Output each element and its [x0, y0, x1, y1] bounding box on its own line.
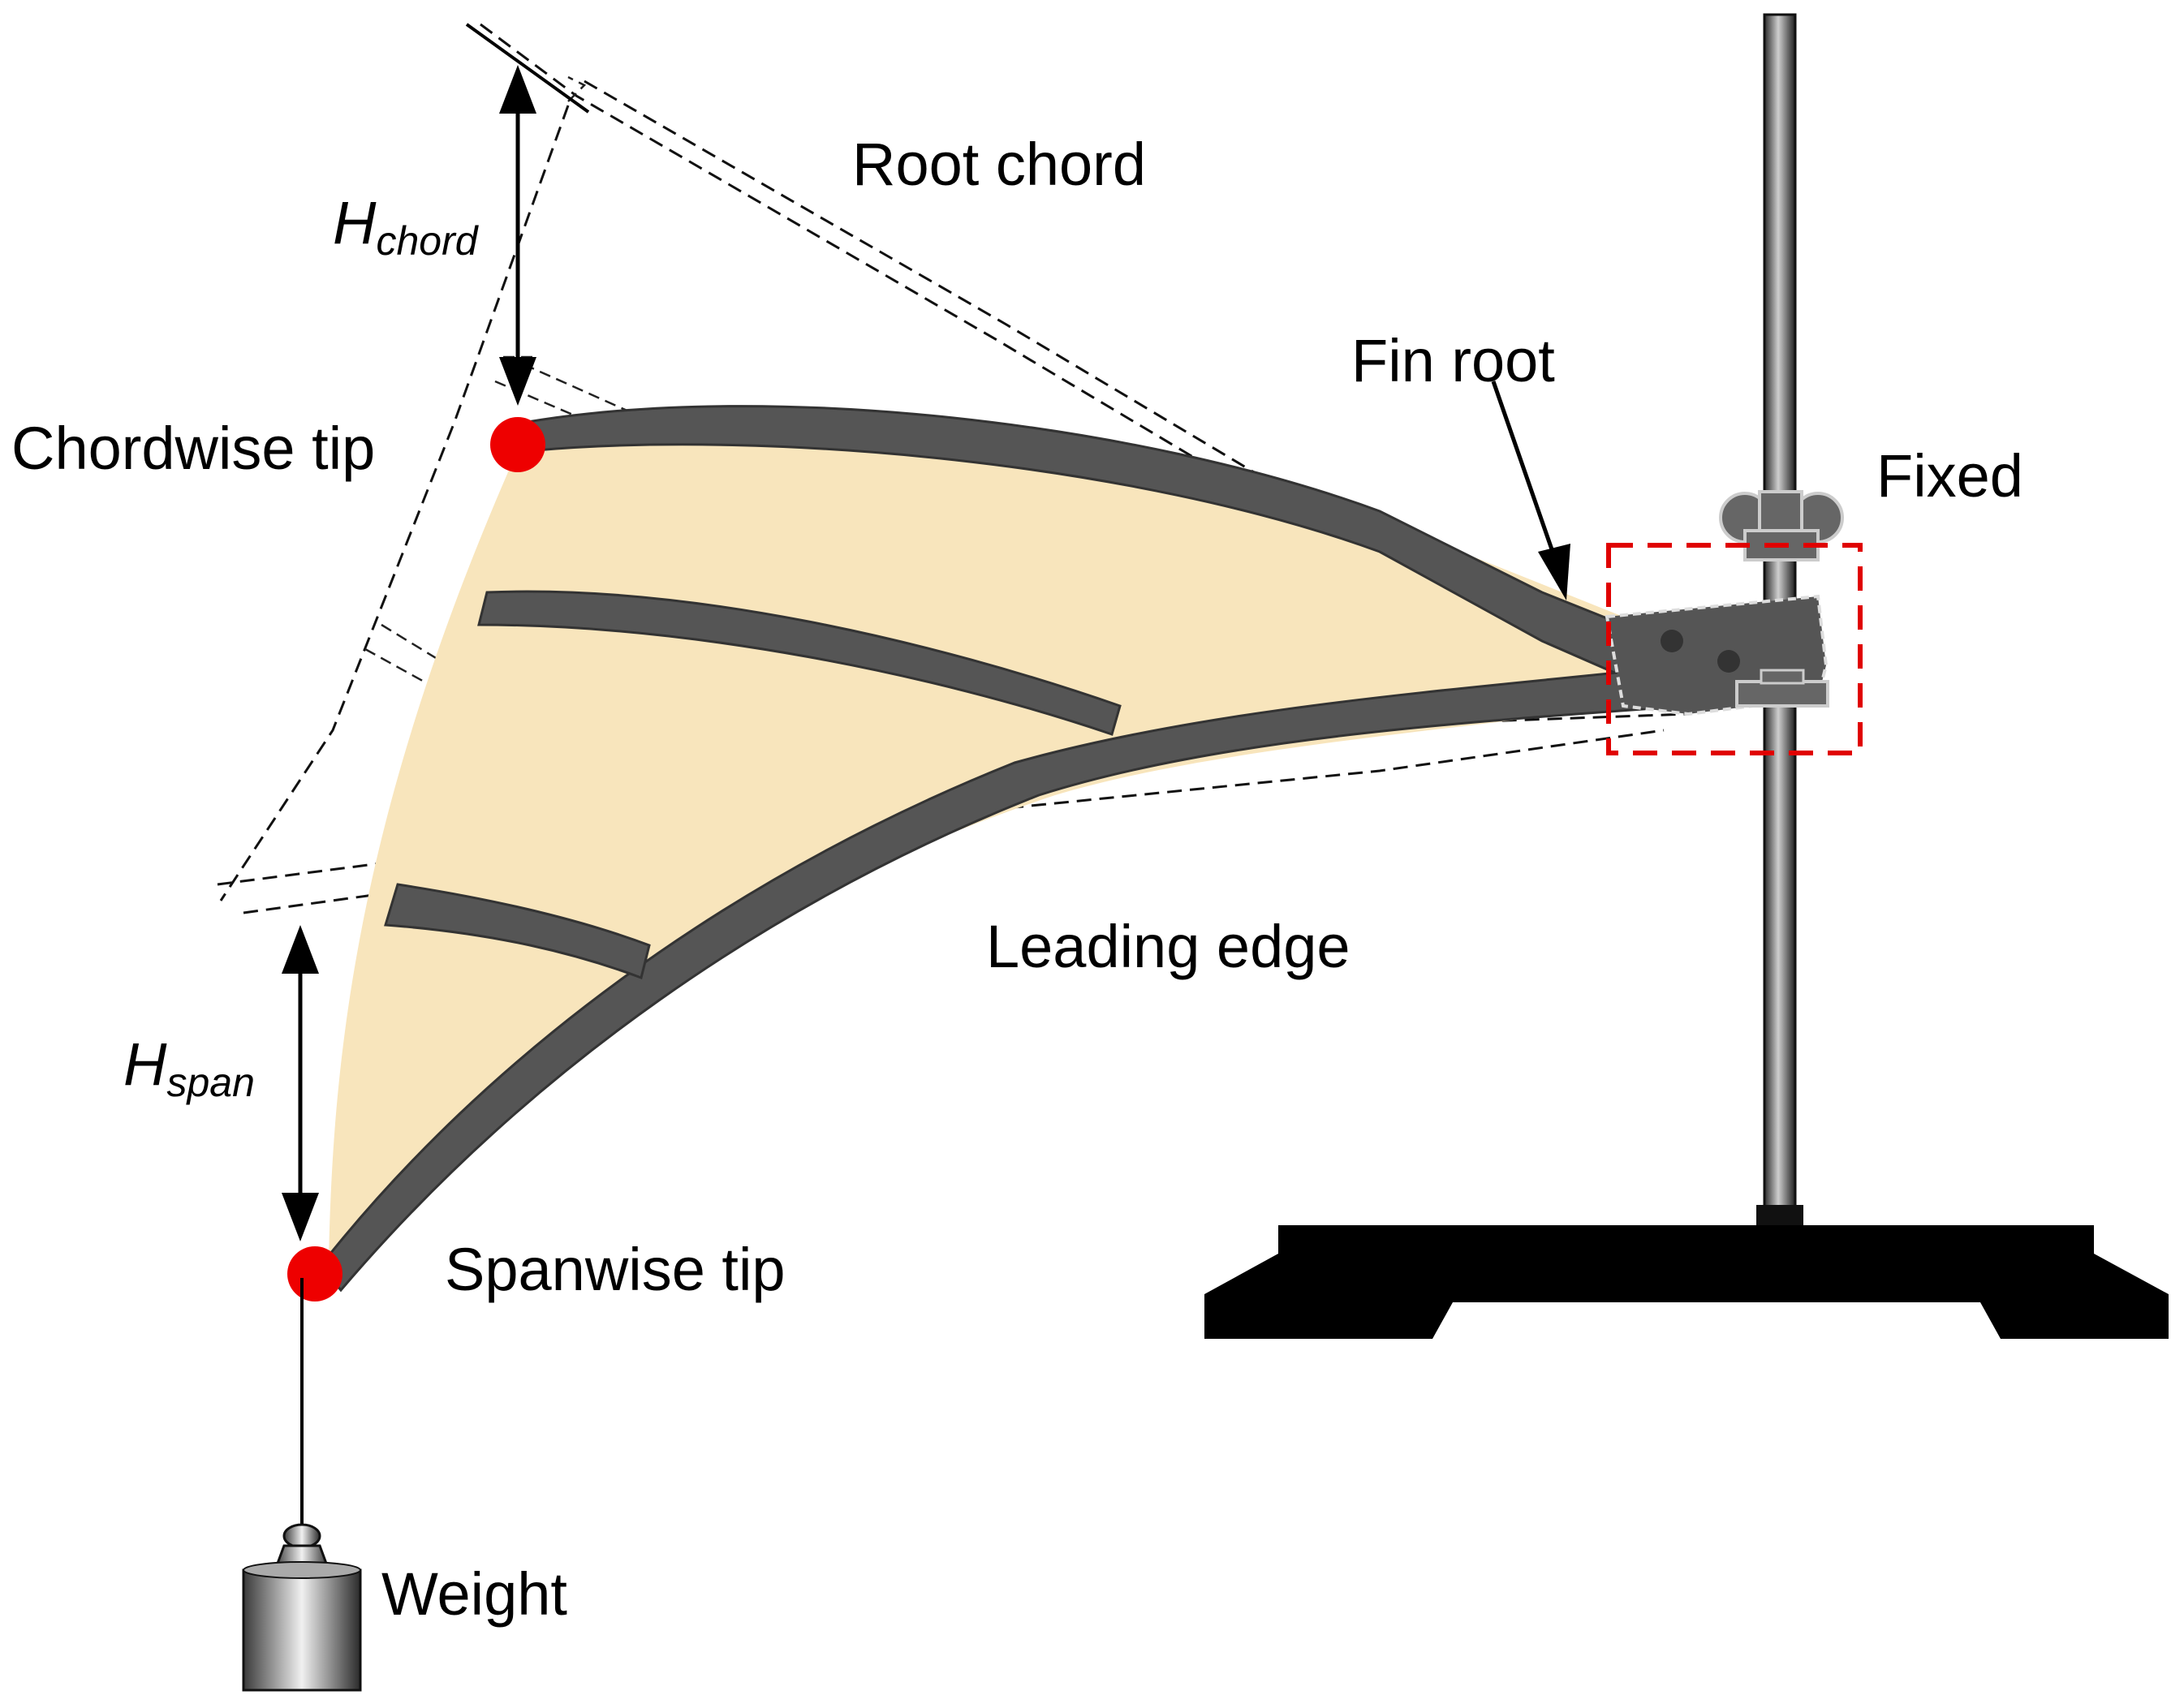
h-span-subscript: span [166, 1060, 254, 1105]
stand-rod-collar [1756, 1205, 1803, 1226]
deformed-fin [319, 405, 1829, 1293]
fixed-clamp-box [1606, 543, 1863, 755]
fixed-label: Fixed [1876, 442, 2023, 510]
h-chord-dimension [465, 23, 590, 406]
chordwise-tip-marker [490, 417, 545, 472]
h-span-dimension [282, 925, 319, 1241]
h-span-label: Hspan [123, 1030, 255, 1105]
fin-root-label: Fin root [1351, 327, 1555, 394]
h-span-main: H [123, 1030, 167, 1098]
root-chord-label: Root chord [852, 131, 1146, 198]
spanwise-tip-marker [287, 1246, 342, 1301]
leading-edge-label: Leading edge [986, 913, 1350, 980]
chordwise-tip-label: Chordwise tip [11, 415, 375, 482]
h-chord-subscript: chord [376, 218, 479, 264]
weight-assembly [242, 1278, 362, 1692]
stand-base [1204, 1225, 2169, 1339]
spanwise-tip-label: Spanwise tip [445, 1236, 786, 1303]
h-chord-label: Hchord [333, 189, 480, 264]
fin-membrane [329, 422, 1688, 1262]
h-chord-main: H [333, 189, 377, 256]
weight-icon [242, 1523, 362, 1692]
fin-root-arrow [1491, 381, 1570, 600]
fin-ray-lower [384, 883, 651, 979]
weight-label: Weight [381, 1560, 567, 1628]
fin-ray-middle [477, 590, 1122, 736]
